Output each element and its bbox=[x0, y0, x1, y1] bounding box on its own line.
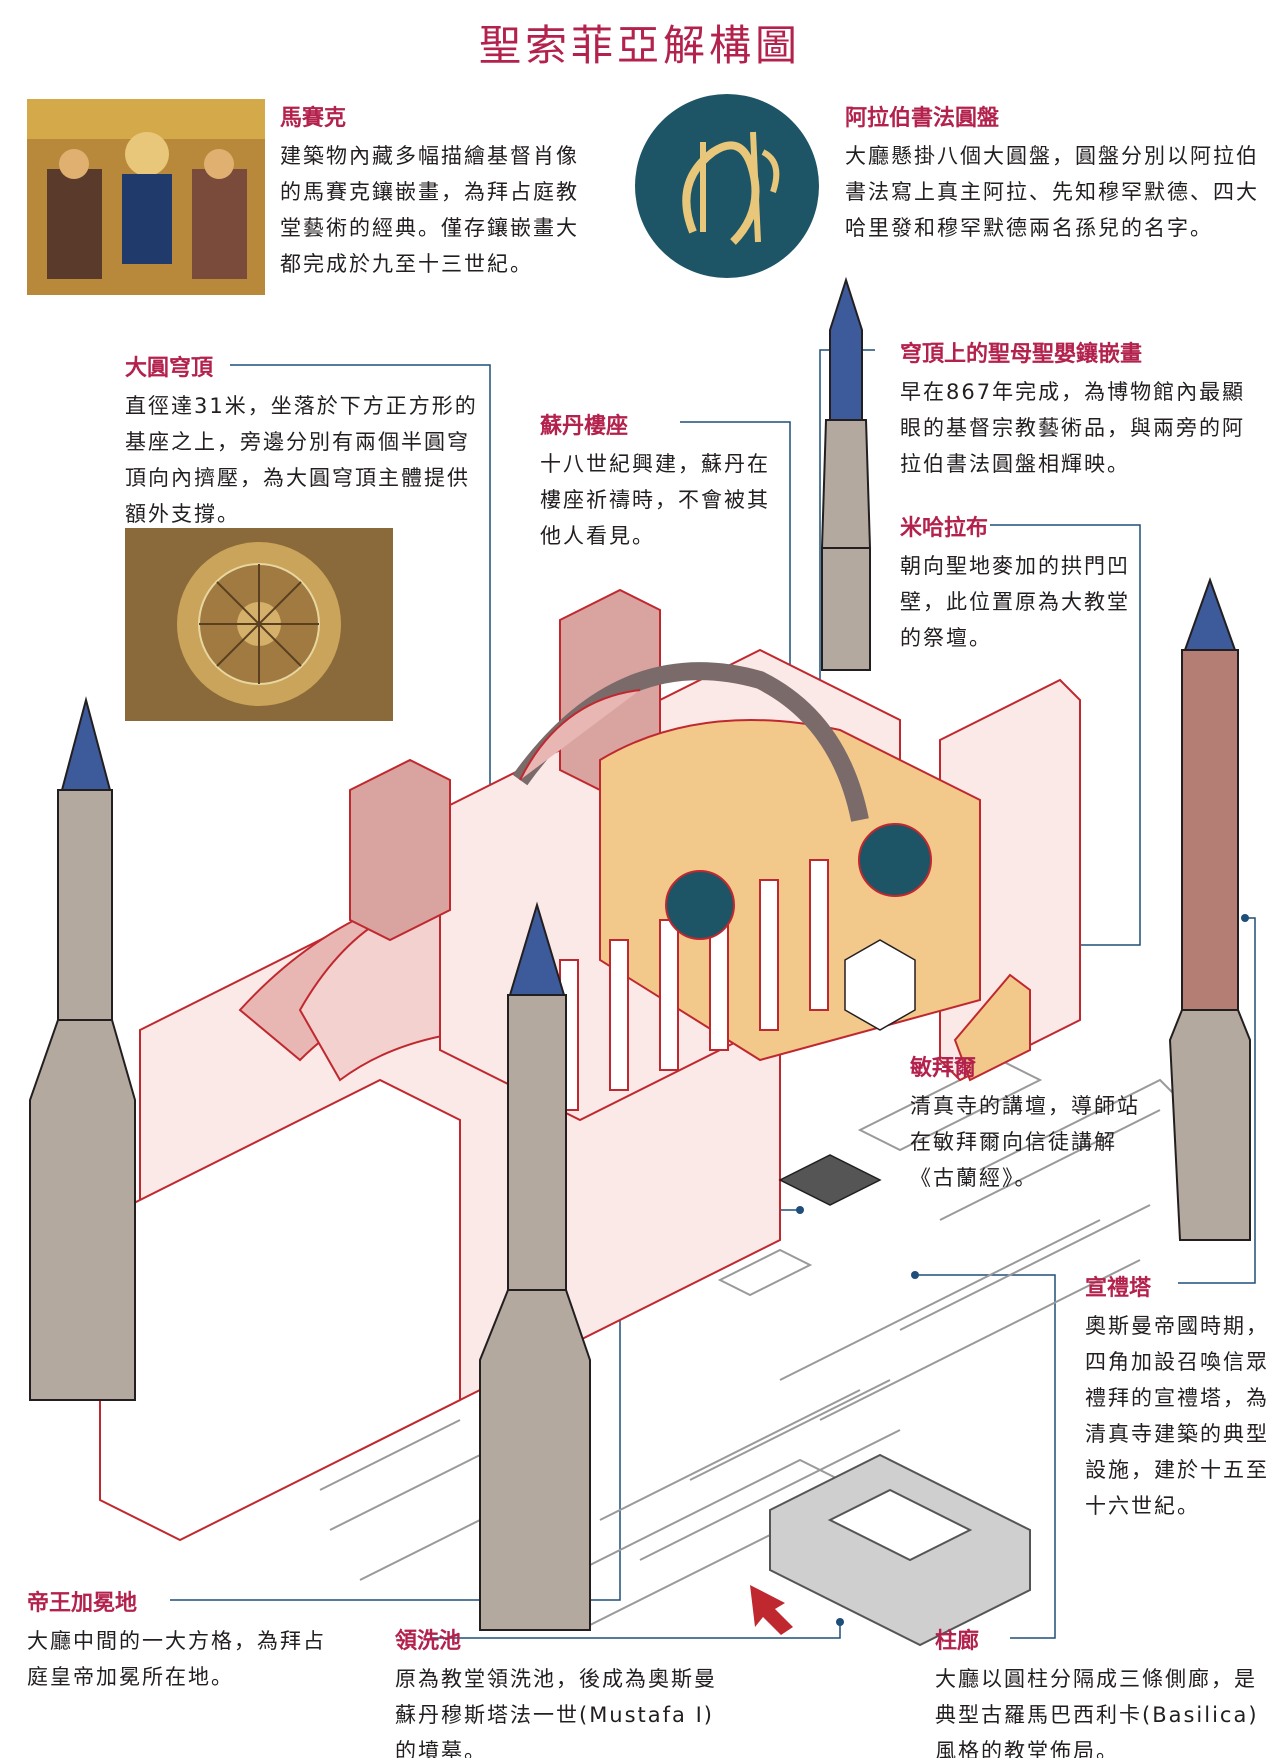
callout-omphalion: 帝王加冕地 大廳中間的一大方格，為拜占庭皇帝加冕所在地。 bbox=[27, 1585, 347, 1695]
callout-body: 大廳以圓柱分隔成三條側廊，是典型古羅馬巴西利卡(Basilica)風格的教堂佈局… bbox=[935, 1667, 1259, 1758]
callout-body: 原為教堂領洗池，後成為奧斯曼蘇丹穆斯塔法一世(Mustafa I)的墳墓。 bbox=[395, 1667, 717, 1758]
callout-mihrab: 米哈拉布 朝向聖地麥加的拱門凹壁，此位置原為大教堂的祭壇。 bbox=[900, 510, 1150, 656]
callout-body: 大廳中間的一大方格，為拜占庭皇帝加冕所在地。 bbox=[27, 1629, 326, 1689]
callout-body: 十八世紀興建，蘇丹在樓座祈禱時，不會被其他人看見。 bbox=[540, 452, 770, 548]
callout-title: 敏拜爾 bbox=[910, 1056, 977, 1081]
callout-body: 朝向聖地麥加的拱門凹壁，此位置原為大教堂的祭壇。 bbox=[900, 554, 1130, 650]
callout-title: 大圓穹頂 bbox=[125, 356, 214, 381]
callout-title: 蘇丹樓座 bbox=[540, 414, 629, 439]
callout-title: 宣禮塔 bbox=[1085, 1276, 1152, 1301]
callout-title: 米哈拉布 bbox=[900, 516, 989, 541]
callout-ablution: 領洗池 原為教堂領洗池，後成為奧斯曼蘇丹穆斯塔法一世(Mustafa I)的墳墓… bbox=[395, 1623, 735, 1758]
minarets bbox=[29, 276, 1251, 1631]
callout-sultan-loge: 蘇丹樓座 十八世紀興建，蘇丹在樓座祈禱時，不會被其他人看見。 bbox=[540, 408, 780, 554]
callout-minaret: 宣禮塔 奧斯曼帝國時期，四角加設召喚信眾禮拜的宣禮塔，為清真寺建築的典型設施，建… bbox=[1085, 1270, 1270, 1524]
callout-body: 早在867年完成，為博物館內最顯眼的基督宗教藝術品，與兩旁的阿拉伯書法圓盤相輝映… bbox=[900, 380, 1246, 476]
callout-minbar: 敏拜爾 清真寺的講壇，導師站在敏拜爾向信徒講解《古蘭經》。 bbox=[910, 1050, 1150, 1196]
callout-body: 清真寺的講壇，導師站在敏拜爾向信徒講解《古蘭經》。 bbox=[910, 1094, 1140, 1190]
callout-colonnade: 柱廊 大廳以圓柱分隔成三條側廊，是典型古羅馬巴西利卡(Basilica)風格的教… bbox=[935, 1623, 1270, 1758]
dome-photo bbox=[125, 528, 393, 721]
callout-calligraphy: 阿拉伯書法圓盤 大廳懸掛八個大圓盤，圓盤分別以阿拉伯書法寫上真主阿拉、先知穆罕默… bbox=[845, 100, 1265, 246]
callout-title: 帝王加冕地 bbox=[27, 1591, 138, 1616]
callout-body: 直徑達31米，坐落於下方正方形的基座之上，旁邊分別有兩個半圓穹頂向內擠壓，為大圓… bbox=[125, 394, 478, 526]
callout-body: 奧斯曼帝國時期，四角加設召喚信眾禮拜的宣禮塔，為清真寺建築的典型設施，建於十五至… bbox=[1085, 1314, 1269, 1518]
page-title: 聖索菲亞解構圖 bbox=[478, 21, 801, 70]
callout-body: 大廳懸掛八個大圓盤，圓盤分別以阿拉伯書法寫上真主阿拉、先知穆罕默德、四大哈里發和… bbox=[845, 144, 1259, 240]
callout-title: 穹頂上的聖母聖嬰鑲嵌畫 bbox=[900, 342, 1143, 367]
callout-dome: 大圓穹頂 直徑達31米，坐落於下方正方形的基座之上，旁邊分別有兩個半圓穹頂向內擠… bbox=[125, 350, 485, 532]
callout-title: 阿拉伯書法圓盤 bbox=[845, 106, 1000, 131]
calligraphy-disc-icon bbox=[633, 92, 821, 280]
callout-title: 馬賽克 bbox=[280, 106, 347, 131]
callout-mosaic: 馬賽克 建築物內藏多幅描繪基督肖像的馬賽克鑲嵌畫，為拜占庭教堂藝術的經典。僅存鑲… bbox=[280, 100, 580, 282]
callout-apse-mosaic: 穹頂上的聖母聖嬰鑲嵌畫 早在867年完成，為博物館內最顯眼的基督宗教藝術品，與兩… bbox=[900, 336, 1260, 482]
callout-body: 建築物內藏多幅描繪基督肖像的馬賽克鑲嵌畫，為拜占庭教堂藝術的經典。僅存鑲嵌畫大都… bbox=[280, 144, 579, 276]
callout-title: 柱廊 bbox=[935, 1629, 980, 1654]
callout-title: 領洗池 bbox=[395, 1629, 462, 1654]
mosaic-photo bbox=[27, 99, 265, 295]
